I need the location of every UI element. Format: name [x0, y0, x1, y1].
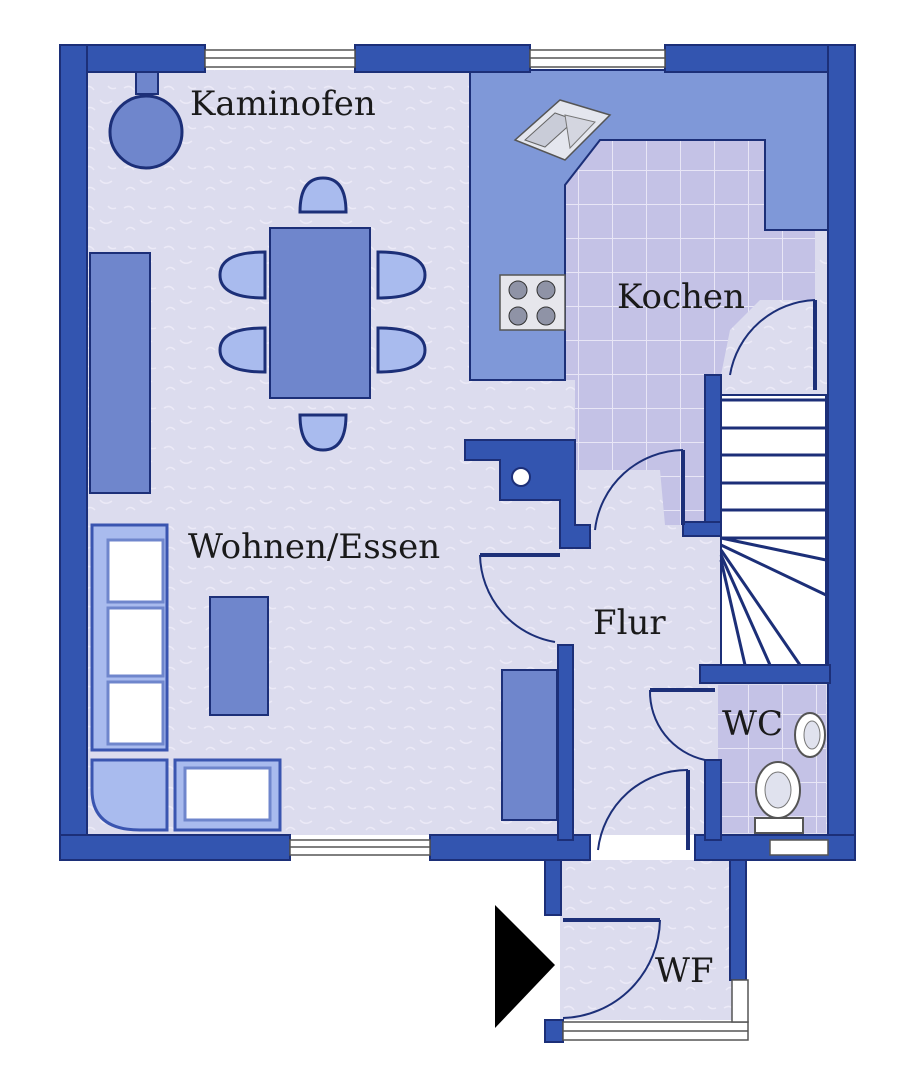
wardrobe — [501, 669, 558, 821]
doors — [479, 299, 817, 1019]
room-label-flur: Flur — [593, 603, 666, 643]
windows — [204, 49, 829, 1041]
entry-floor — [560, 860, 735, 1020]
dining-chairs — [218, 176, 427, 452]
room-label-wf: WF — [655, 951, 714, 991]
kitchen-tile-floor — [565, 140, 815, 525]
fireplace-icon — [108, 71, 184, 170]
toilet-icon — [754, 761, 804, 834]
entrance-arrow-icon — [495, 905, 555, 1028]
sink-icon — [513, 99, 612, 161]
room-label-wc: WC — [722, 704, 783, 744]
stove-icon — [499, 274, 566, 331]
sideboard — [89, 252, 151, 494]
room-label-wohnen-essen: Wohnen/Essen — [188, 527, 440, 567]
room-label-kaminofen: Kaminofen — [190, 84, 376, 124]
staircase — [719, 394, 827, 666]
dining-table — [269, 227, 371, 399]
washbasin-icon — [794, 712, 826, 758]
sofa — [90, 523, 282, 832]
room-label-kochen: Kochen — [617, 277, 745, 317]
coffee-table — [209, 596, 269, 716]
chimney-icon — [511, 467, 531, 487]
